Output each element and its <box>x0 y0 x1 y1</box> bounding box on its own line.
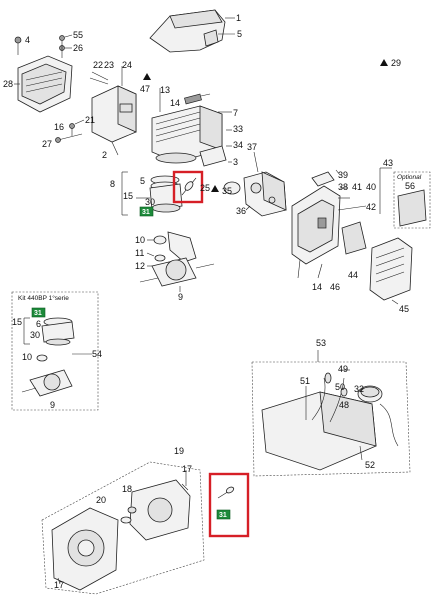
kit-callout-10: 10 <box>22 352 32 362</box>
callout-29: 29 <box>391 58 401 68</box>
screws-16-21-27 <box>55 119 85 143</box>
kit-box-badge <box>31 307 46 318</box>
triangle-29-icon <box>380 59 388 66</box>
callout-35: 35 <box>222 186 232 196</box>
callout-14b: 14 <box>312 282 322 292</box>
kit-callout-9: 9 <box>50 400 55 410</box>
callout-18: 18 <box>122 484 132 494</box>
callout-52: 52 <box>365 460 375 470</box>
callout-4: 4 <box>25 35 30 45</box>
callout-50: 50 <box>335 382 345 392</box>
callout-11: 11 <box>135 248 144 258</box>
crankcase-group <box>41 461 205 595</box>
kit-callout-6: 6 <box>36 319 41 329</box>
callout-48: 48 <box>339 400 349 410</box>
kit-callout-54: 54 <box>92 349 102 359</box>
callout-56: 56 <box>405 181 415 191</box>
callout-20: 20 <box>96 495 106 505</box>
callout-26: 26 <box>73 43 83 53</box>
highlight-box-bottom <box>208 472 250 538</box>
air-filter-assembly <box>291 169 367 279</box>
callout-7: 7 <box>233 108 238 118</box>
triangle-25-icon <box>211 185 219 192</box>
callout-42: 42 <box>366 202 376 212</box>
kit-box-badge-label: 31 <box>34 310 42 317</box>
callout-32: 32 <box>354 384 364 394</box>
piston-pin-part <box>181 177 197 196</box>
callout-23: 23 <box>104 60 114 70</box>
callout-9: 9 <box>178 292 183 302</box>
gasket <box>199 129 232 167</box>
callout-24: 24 <box>122 60 132 70</box>
callout-27: 27 <box>42 139 52 149</box>
callout-49: 49 <box>338 364 348 374</box>
callout-8: 8 <box>110 179 115 189</box>
callout-15: 15 <box>123 191 133 201</box>
screw-55-26 <box>59 34 73 58</box>
highlight-box-top <box>172 170 204 204</box>
callout-2: 2 <box>102 150 107 160</box>
callout-16: 16 <box>54 122 64 132</box>
callout-3: 3 <box>233 157 238 167</box>
callout-45: 45 <box>399 304 409 314</box>
callout-39: 39 <box>338 170 348 180</box>
callout-17b: 17 <box>54 580 64 590</box>
callout-55: 55 <box>73 30 83 40</box>
optional-box <box>393 171 431 229</box>
kit-box-title: Kit 440BP 1°serie <box>18 294 69 302</box>
callout-41: 41 <box>352 182 362 192</box>
callout-51: 51 <box>300 376 310 386</box>
callout-5: 5 <box>237 29 242 39</box>
filter-element <box>341 221 367 255</box>
crankshaft <box>139 231 215 292</box>
fuel-tank-group <box>251 350 411 477</box>
callout-36: 36 <box>236 206 246 216</box>
optional-label: Optional <box>397 174 422 181</box>
callout-14: 14 <box>170 98 180 108</box>
callout-38: 38 <box>338 182 348 192</box>
callout-10: 10 <box>135 235 145 245</box>
kit-box <box>11 291 99 411</box>
cylinder <box>151 88 223 164</box>
highlight-badge-label: 31 <box>219 512 227 519</box>
carburetor <box>223 151 287 217</box>
piston-pin-part-detail <box>217 486 235 499</box>
callout-28: 28 <box>3 79 13 89</box>
kit-badge-label: 31 <box>142 209 150 216</box>
callout-25: 25 <box>200 183 210 193</box>
callout-1: 1 <box>236 13 241 23</box>
callout-46: 46 <box>330 282 340 292</box>
callout-33: 33 <box>233 124 243 134</box>
muffler <box>89 66 137 156</box>
kit-callout-30: 30 <box>30 330 40 340</box>
filter-cover <box>369 237 413 305</box>
piston-rings <box>121 171 183 216</box>
callout-13: 13 <box>160 85 170 95</box>
callout-40: 40 <box>366 182 376 192</box>
callout-30: 30 <box>145 197 155 207</box>
callout-47: 47 <box>140 84 150 94</box>
highlight-badge <box>216 509 231 520</box>
callout-43: 43 <box>383 158 393 168</box>
kit-callout-15: 15 <box>12 317 22 327</box>
kit-badge <box>139 206 154 217</box>
callout-12: 12 <box>135 261 145 271</box>
callout-37: 37 <box>247 142 257 152</box>
callout-22: 22 <box>93 60 103 70</box>
muffler-cover <box>14 55 73 113</box>
screw-4 <box>14 36 22 55</box>
callout-44: 44 <box>348 270 358 280</box>
callout-21: 21 <box>85 115 95 125</box>
callout-5b: 5 <box>140 176 145 186</box>
engine-top-cover <box>149 9 235 53</box>
triangle-47-icon <box>143 73 151 80</box>
callout-34: 34 <box>233 140 243 150</box>
callout-19: 19 <box>174 446 184 456</box>
callout-53: 53 <box>316 338 326 348</box>
callout-17: 17 <box>182 464 192 474</box>
